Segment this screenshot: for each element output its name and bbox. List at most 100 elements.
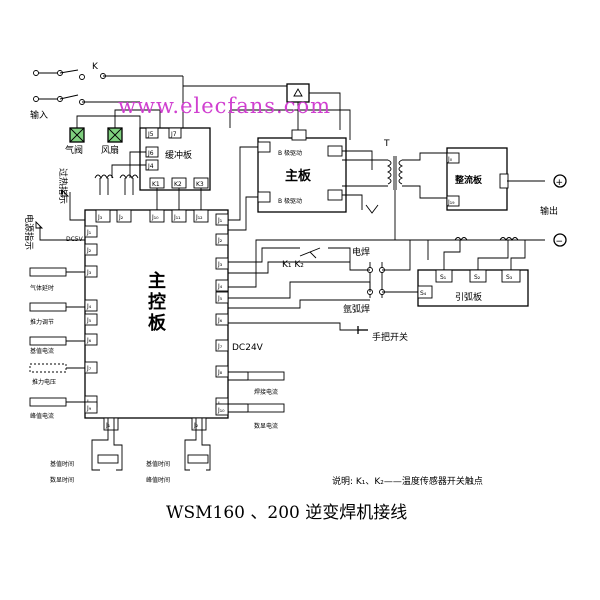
bottom-controls: 基值时间 数显时间 基值时间 峰值时间 [50, 418, 211, 484]
main-left-terminal [84, 313, 98, 326]
main-left-terminal [84, 265, 98, 278]
main-right-terminal-label: J₅ [217, 295, 223, 302]
main-left-terminal-label: J₅ [86, 317, 92, 324]
main-left-terminal-label: J₉ [86, 405, 92, 412]
coil-icon [94, 174, 114, 180]
main-left-terminal [84, 401, 98, 414]
rect-terminal-top: J₀ [447, 156, 453, 163]
main-left-terminal [84, 333, 98, 346]
main-top-terminal [95, 209, 111, 223]
electric-weld-label: 电焊 [352, 246, 370, 258]
terminal-k1: K1 [152, 181, 160, 188]
right-controls: 焊接电流 数显电流 [228, 371, 285, 430]
main-board-label-2: 控 [148, 291, 166, 313]
main-left-terminal-label: J₇ [86, 365, 92, 372]
coil-icon [499, 237, 519, 241]
terminal-k3: K3 [196, 181, 204, 188]
main-left-terminal-label: J₁ [86, 229, 92, 236]
main-right-terminal [215, 291, 229, 304]
rect-terminal-bottom: J₁₉ [447, 199, 455, 206]
b-drive-bottom: B 极驱动 [278, 197, 302, 205]
terminal-j7: J7 [170, 131, 177, 138]
main-control-board: 主 控 板 J₃ J₂ J₁₀ J₁₁ J₁₂ J₁ J₂ J₃ J₄ J₅ J₆ J₇ J₈ J₉ J… [66, 209, 264, 431]
main-right-terminal [215, 365, 229, 378]
base-current-label: 基值电流 [30, 347, 54, 355]
main-right-terminal-label: J₃ [217, 261, 223, 268]
argon-arc-label: 氩弧焊 [343, 303, 370, 315]
terminal-k2: K2 [174, 181, 182, 188]
arc-terminal-s1: S₁ [440, 274, 447, 281]
main-left-terminal [84, 243, 98, 256]
output-label: 输出 [540, 205, 558, 217]
main-top-terminal-label: J₃ [97, 214, 103, 221]
led-icon [61, 188, 70, 197]
thrust-label: 推力调节 [30, 318, 54, 326]
transformer-secondary-icon [398, 159, 404, 185]
main-right-terminal [215, 339, 229, 352]
main-left-terminal [84, 225, 98, 238]
power-board-label: 主板 [285, 168, 312, 184]
main-bottom-terminal [103, 417, 119, 431]
main-right-terminal [215, 213, 229, 226]
base-time-label: 基值时间 [50, 460, 74, 468]
gas-valve-label: 气阀 [65, 144, 83, 156]
main-top-terminal [149, 209, 165, 223]
main-top-terminal-label: J₂ [118, 214, 124, 221]
input-section: K 输入 气阀 风扇 [30, 62, 184, 156]
main-left-terminal-label: J₆ [86, 337, 92, 344]
main-left-terminal-label: J₂ [86, 247, 92, 254]
main-top-terminal [193, 209, 209, 223]
main-right-terminal [215, 313, 229, 326]
k1k2-label: K₁ K₂ [282, 260, 304, 270]
main-top-terminal-label: J₁₂ [195, 214, 203, 221]
main-top-terminal [171, 209, 187, 223]
power-indicator-label: 电源指示 [23, 214, 35, 250]
main-right-terminal [215, 257, 229, 270]
coil-icon [119, 174, 139, 180]
gas-time-label: 气体延时 [30, 284, 54, 292]
output-plus-symbol: + [556, 178, 564, 188]
main-top-terminal-label: J₁₀ [151, 214, 159, 221]
diagram-title: WSM160 、200 逆变焊机接线 [166, 503, 407, 523]
k-switch [59, 69, 79, 74]
output-plus-terminal [553, 174, 567, 188]
led-icon [35, 220, 44, 229]
main-bottom-terminal [191, 417, 207, 431]
diode-icon [365, 204, 379, 214]
terminal-j6: J6 [147, 150, 154, 157]
output-minus-terminal [553, 233, 567, 247]
main-right-terminal-label: J₄ [217, 283, 223, 290]
main-right-terminal-label: J₇ [217, 343, 223, 350]
note-text: 说明: K₁、K₂——温度传感器开关触点 [332, 475, 483, 487]
terminal-j5: J5 [147, 131, 154, 138]
rectifier-board-label: 整流板 [454, 174, 483, 186]
main-board-label-1: 主 [148, 270, 166, 292]
k-switch-label: K [92, 62, 99, 72]
main-left-terminal-label: J₃ [86, 269, 92, 276]
mode-switch: 电焊 氩弧焊 手把开关 K₁ K₂ [228, 239, 418, 343]
main-top-terminal-label: J₁₁ [173, 214, 181, 221]
main-left-terminal-label: J₄ [86, 303, 92, 310]
main-right-terminal [215, 233, 229, 246]
arc-board-label: 引弧板 [455, 291, 482, 303]
overheat-indicator-label: 过热指示 [57, 168, 69, 204]
input-label: 输入 [30, 109, 48, 121]
base-time2-label: 基值时间 [146, 460, 170, 468]
terminal-j4: J4 [147, 163, 154, 170]
main-board-label-3: 板 [148, 312, 167, 334]
thrust-voltage-label: 推力电压 [32, 378, 56, 386]
main-right-terminal-label: J₆ [217, 317, 223, 324]
main-right-terminal-label: J₈ [217, 369, 223, 376]
num-current-label: 数显电流 [254, 422, 278, 430]
b-drive-top: B 极驱动 [278, 149, 302, 157]
left-controls: 过热指示 电源指示 气体延时 推力调节 基值电流 推力电压 峰值电流 [23, 168, 85, 420]
arc-terminal-s2: S₂ [474, 274, 481, 281]
dc5v-label: DC5V [66, 236, 84, 243]
arc-terminal-s3: S₃ [506, 274, 513, 281]
main-right-terminal [215, 403, 229, 416]
transformer: T [342, 139, 447, 260]
buffer-board-label: 缓冲板 [165, 149, 192, 161]
torch-switch-label: 手把开关 [372, 331, 408, 343]
fan-label: 风扇 [101, 144, 119, 156]
